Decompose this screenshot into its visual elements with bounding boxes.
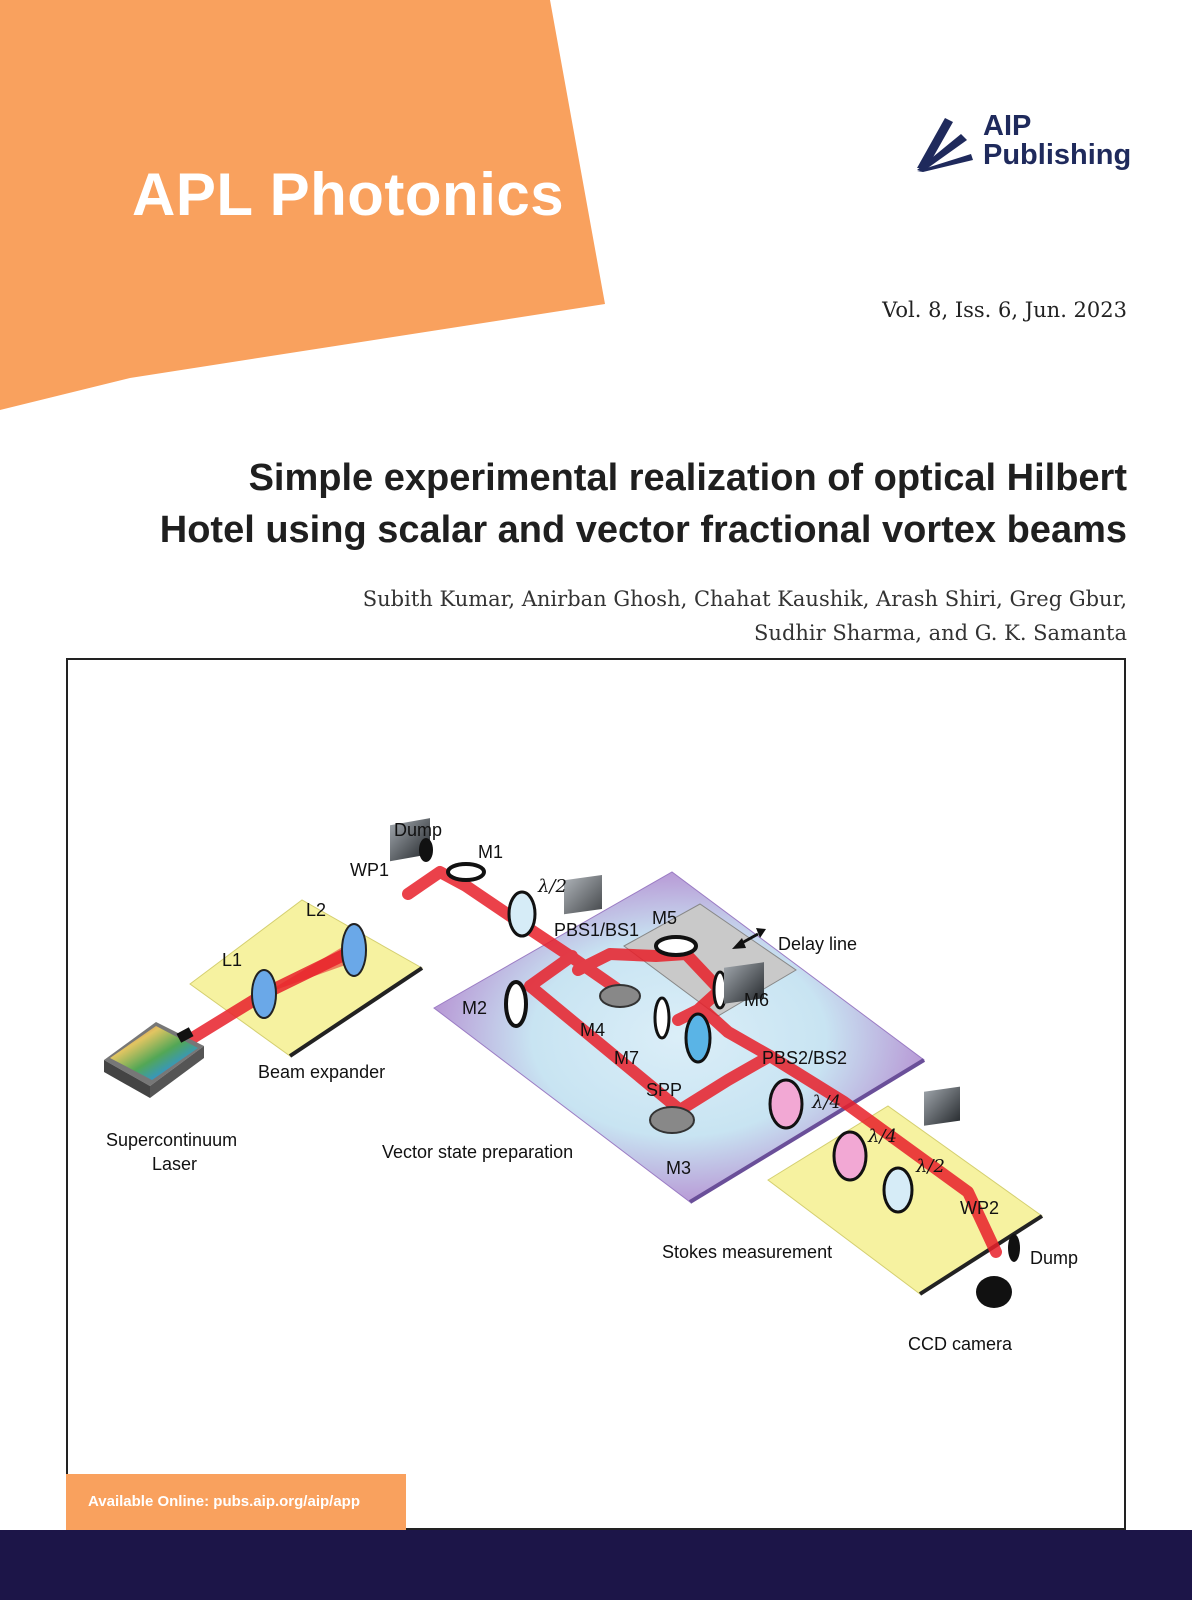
label-quarter-wave-2: λ/4	[867, 1126, 897, 1147]
label-l1: L1	[222, 950, 242, 970]
mirror-m5	[654, 935, 698, 957]
label-half-wave-2: λ/2	[915, 1156, 945, 1177]
authors: Subith Kumar, Anirban Ghosh, Chahat Kaus…	[67, 582, 1127, 650]
label-dump-1: Dump	[394, 820, 442, 840]
spp-plate	[684, 1012, 712, 1064]
label-pbs2: PBS2/BS2	[762, 1048, 847, 1068]
label-m6: M6	[744, 990, 769, 1010]
beam-expander-plate-edge	[288, 966, 424, 1058]
label-m3: M3	[666, 1158, 691, 1178]
half-wave-plate-1	[507, 890, 537, 938]
label-wp1: WP1	[350, 860, 389, 880]
label-wp2: WP2	[960, 1198, 999, 1218]
publisher-name: AIP Publishing	[983, 112, 1131, 170]
label-l2: L2	[306, 900, 326, 920]
label-laser-2: Laser	[152, 1154, 197, 1174]
label-stokes: Stokes measurement	[662, 1242, 832, 1262]
issue-info: Vol. 8, Iss. 6, Jun. 2023	[882, 298, 1127, 322]
publisher-logo[interactable]: AIP Publishing	[915, 112, 1135, 174]
mirror-m2	[504, 980, 528, 1028]
orange-corner-shape	[0, 0, 605, 410]
label-pbs1: PBS1/BS1	[554, 920, 639, 940]
pbs2-cube	[724, 962, 764, 1004]
ccd-camera	[976, 1276, 1012, 1308]
publisher-line-2: Publishing	[983, 139, 1132, 171]
label-ccd: CCD camera	[908, 1334, 1013, 1354]
label-m2: M2	[462, 998, 487, 1018]
available-online-link[interactable]: Available Online: pubs.aip.org/aip/app	[66, 1474, 406, 1530]
wp2-cube	[924, 1086, 960, 1126]
dump-1	[419, 838, 433, 862]
aip-logo-icon	[917, 118, 973, 172]
label-m4: M4	[580, 1020, 605, 1040]
mirror-m1	[446, 862, 486, 882]
mirror-m7	[653, 996, 671, 1040]
half-wave-plate-2	[882, 1166, 914, 1214]
label-m5: M5	[652, 908, 677, 928]
dump-2	[1008, 1234, 1020, 1262]
delay-line-arrow-icon	[732, 928, 766, 949]
authors-line-1: Subith Kumar, Anirban Ghosh, Chahat Kaus…	[362, 587, 1127, 611]
label-half-wave-1: λ/2	[537, 876, 567, 897]
mirror-m3	[649, 1106, 695, 1134]
lens-l2	[341, 923, 367, 977]
article-title-line-1: Simple experimental realization of optic…	[248, 457, 1127, 499]
footer-band	[0, 1530, 1192, 1600]
article-title: Simple experimental realization of optic…	[67, 452, 1127, 556]
mirror-m4	[599, 984, 641, 1008]
label-laser-1: Supercontinuum	[106, 1130, 237, 1150]
supercontinuum-laser	[104, 1022, 204, 1098]
lens-l1	[251, 969, 277, 1019]
authors-line-2: Sudhir Sharma, and G. K. Samanta	[754, 621, 1127, 645]
cover-figure: Dump M1 WP1 λ/2 L2 L1 PBS1/BS1 M5 Delay …	[66, 658, 1126, 1530]
publisher-line-1: AIP	[983, 110, 1032, 142]
pbs1-cube	[564, 874, 602, 915]
article-title-line-2: Hotel using scalar and vector fractional…	[159, 509, 1127, 551]
label-spp: SPP	[646, 1080, 682, 1100]
expander-cone	[264, 940, 354, 994]
journal-title: APL Photonics	[132, 161, 565, 228]
label-quarter-wave-1: λ/4	[811, 1092, 841, 1113]
vector-state-plate-edge	[688, 1058, 926, 1204]
optical-setup-diagram: Dump M1 WP1 λ/2 L2 L1 PBS1/BS1 M5 Delay …	[104, 818, 1078, 1354]
stokes-plate-edge	[918, 1214, 1044, 1296]
label-vector-state: Vector state preparation	[382, 1142, 573, 1162]
quarter-wave-plate-2	[832, 1130, 868, 1182]
label-m7: M7	[614, 1048, 639, 1068]
quarter-wave-plate-1	[768, 1078, 804, 1130]
label-delay-line: Delay line	[778, 934, 857, 954]
label-dump-2: Dump	[1030, 1248, 1078, 1268]
label-beam-expander: Beam expander	[258, 1062, 385, 1082]
label-m1: M1	[478, 842, 503, 862]
